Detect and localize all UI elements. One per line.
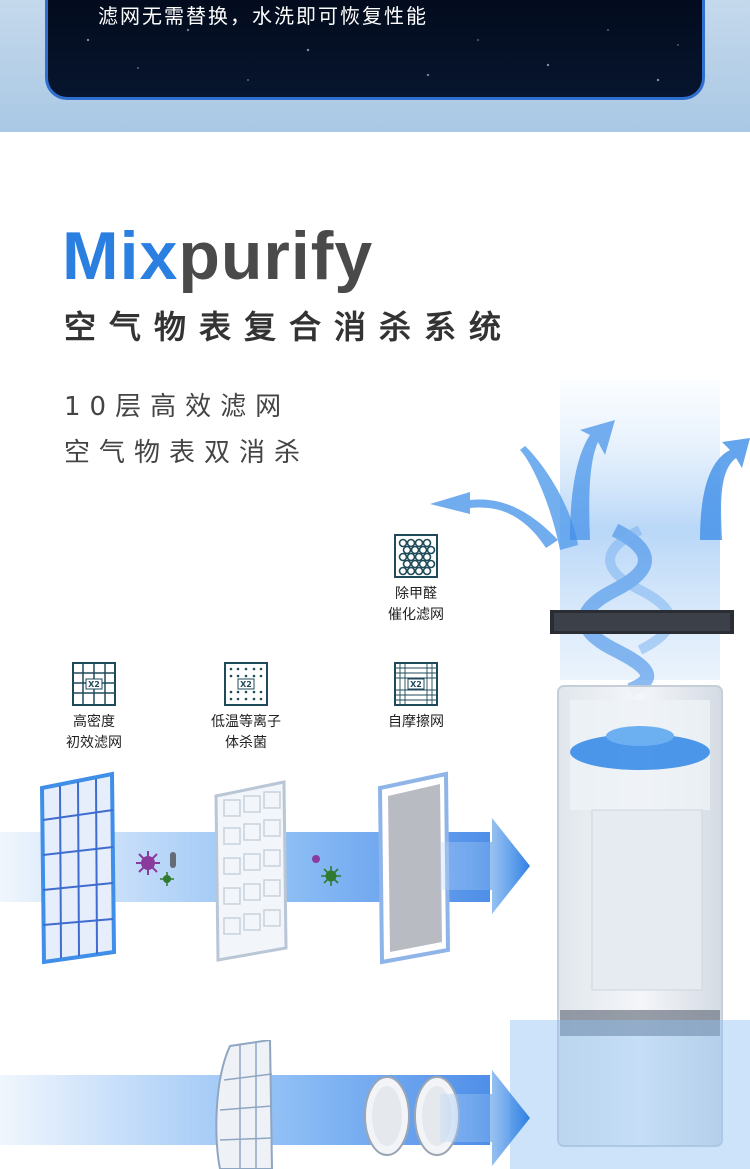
germ-purple-icon [136,851,160,875]
dotted-grid-icon: X2 [224,662,268,706]
germ-purple-small-icon [312,855,320,863]
plasma-filter-panel [214,780,288,962]
primary-filter-label: 高密度 初效滤网 [66,714,122,751]
grid-icon: X2 [72,662,116,706]
airflow-arrow-lower-icon [440,1070,530,1166]
banner-text: 滤网无需替换，水洗即可恢复性能 [98,4,428,28]
brand-mix: Mix [62,218,179,294]
desc-line-2: 空气物表双消杀 [64,438,310,468]
brand-logo: Mixpurify [62,222,373,290]
honeycomb-icon [394,534,438,578]
primary-badge: X2 [88,680,100,689]
germ-green-2-icon [321,866,341,886]
mesh-icon: X2 [394,662,438,706]
airflow-arrow-upper-icon [440,818,530,914]
dust-particle-icon [170,852,176,868]
desc-line-1: 10层高效滤网 [64,392,291,422]
top-banner: 滤网无需替换，水洗即可恢复性能 [0,0,750,132]
friction-filter-panel [377,771,451,965]
plasma-filter-label: 低温等离子 体杀菌 [211,714,281,751]
germ-green-icon [160,872,174,886]
friction-badge: X2 [410,680,422,689]
brand-purify: purify [178,218,374,294]
friction-filter-label: 自摩擦网 [388,714,444,730]
purifier-illustration [430,380,750,1169]
primary-filter-panel [39,771,117,965]
round-filter-disc-1 [364,1076,410,1156]
brand-subtitle: 空气物表复合消杀系统 [64,308,515,346]
round-prefilter-cover [215,1040,274,1169]
starry-panel: 滤网无需替换，水洗即可恢复性能 [45,0,705,100]
catalyst-filter-label: 除甲醛 催化滤网 [388,586,444,623]
plasma-badge: X2 [240,680,252,689]
